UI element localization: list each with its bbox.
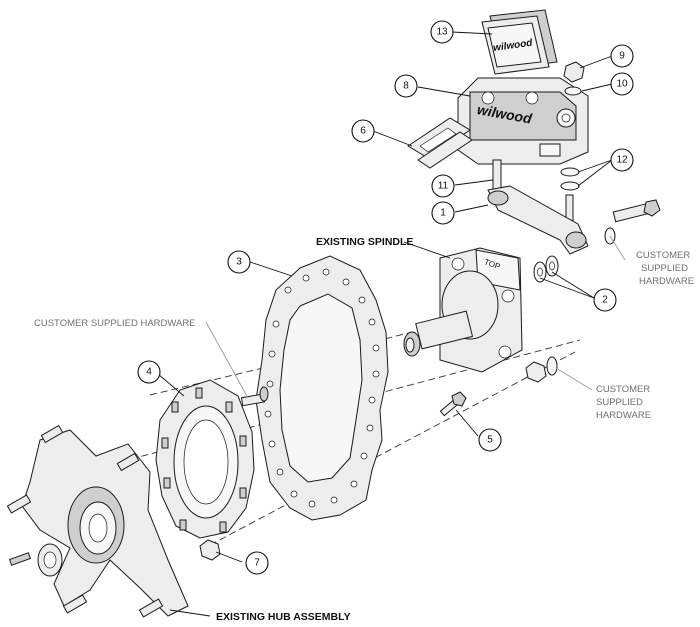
existing-spindle-label: EXISTING SPINDLE (316, 236, 413, 248)
brake-rotor (255, 255, 389, 521)
callout-8-number: 8 (403, 81, 409, 92)
callout-3: 3 (227, 250, 251, 274)
callout-10: 10 (610, 72, 634, 96)
caliper-studs (492, 159, 580, 232)
nut-and-washer (563, 61, 585, 96)
callout-11: 11 (431, 174, 455, 198)
callout-6: 6 (351, 119, 375, 143)
rotor-bolt (439, 391, 467, 417)
leader-lines (157, 31, 626, 617)
callout-8: 8 (394, 74, 418, 98)
spindle-washers (533, 255, 559, 283)
callout-9: 9 (610, 44, 634, 68)
customer-hardware-lower-line1: CUSTOMER (596, 384, 650, 395)
lug-nut (199, 539, 221, 561)
rotor-drill-holes (264, 268, 380, 508)
caliper: wilwood (457, 77, 589, 165)
callout-4-number: 4 (146, 367, 152, 378)
callout-1: 1 (431, 201, 455, 225)
callout-2: 2 (593, 288, 617, 312)
customer-hardware-right-line1: CUSTOMER (636, 250, 690, 261)
rotor-hat-adapter (155, 379, 255, 539)
callout-10-number: 10 (616, 79, 628, 90)
callout-7: 7 (245, 551, 269, 575)
customer-bolt-upper (604, 199, 661, 245)
brake-pads: wilwood (481, 9, 558, 75)
callout-9-number: 9 (619, 51, 625, 62)
customer-hardware-right-line2: SUPPLIED (641, 263, 688, 274)
callout-13: 13 (430, 20, 454, 44)
callout-3-number: 3 (236, 257, 242, 268)
customer-nut-lower (525, 356, 558, 383)
callout-4: 4 (137, 360, 161, 384)
shim-plate (407, 117, 473, 169)
callout-11-number: 11 (438, 181, 449, 192)
customer-hardware-lower-line2: SUPPLIED (596, 397, 643, 408)
callout-7-number: 7 (254, 558, 260, 569)
callout-13-number: 13 (436, 27, 448, 38)
existing-hub-assembly-label: EXISTING HUB ASSEMBLY (216, 611, 351, 623)
callout-12: 12 (610, 148, 634, 172)
customer-hardware-left-label: CUSTOMER SUPPLIED HARDWARE (34, 318, 196, 329)
callout-1-number: 1 (440, 208, 446, 219)
callout-12-number: 12 (616, 155, 628, 166)
callout-5: 5 (478, 428, 502, 452)
callout-2-number: 2 (602, 295, 608, 306)
callout-6-number: 6 (360, 126, 366, 137)
customer-hardware-right-line3: HARDWARE (639, 276, 694, 287)
existing-spindle: TOP (403, 247, 523, 373)
existing-hub (6, 424, 189, 618)
caliper-bracket (487, 185, 589, 255)
customer-hardware-lower-line3: HARDWARE (596, 410, 651, 421)
callout-5-number: 5 (487, 435, 493, 446)
